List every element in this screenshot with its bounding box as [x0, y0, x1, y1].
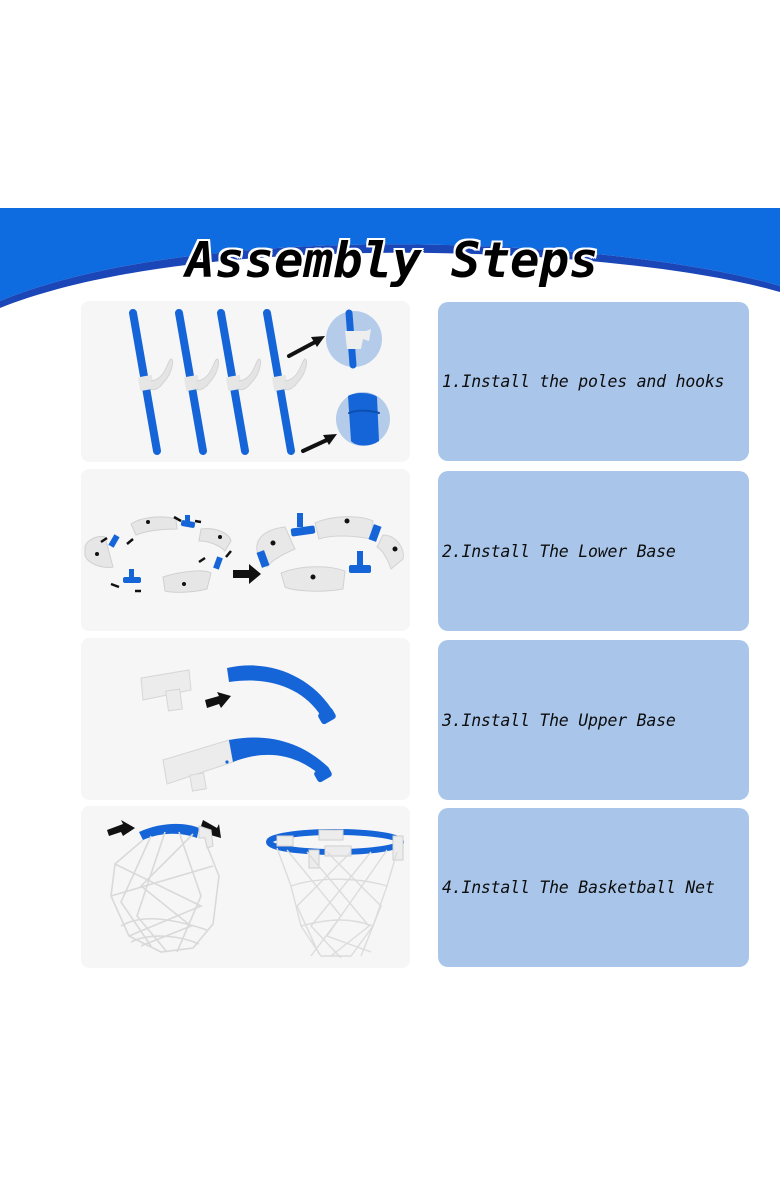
step-label: 2.Install The Lower Base [442, 541, 676, 561]
header-banner [0, 208, 780, 308]
step-card-2: 2.Install The Lower Base [438, 471, 749, 631]
step-card-4: 4.Install The Basketball Net [438, 808, 749, 967]
basketball-net-illustration [107, 820, 404, 959]
page-title: Assembly Steps [185, 232, 599, 289]
step-label: 3.Install The Upper Base [442, 710, 676, 730]
step-label: 1.Install the poles and hooks [442, 372, 725, 391]
upper-base-illustration [140, 665, 336, 792]
step-card-1: 1.Install the poles and hooks [438, 302, 749, 461]
poles-and-hooks-illustration [129, 309, 390, 455]
step-label: 4.Install The Basketball Net [442, 878, 715, 897]
step-1-image [81, 301, 410, 462]
step-card-3: 3.Install The Upper Base [438, 640, 749, 800]
step-4-image [81, 806, 410, 968]
step-2-image [81, 469, 410, 631]
lower-base-illustration [84, 513, 404, 593]
step-3-image [81, 638, 410, 800]
